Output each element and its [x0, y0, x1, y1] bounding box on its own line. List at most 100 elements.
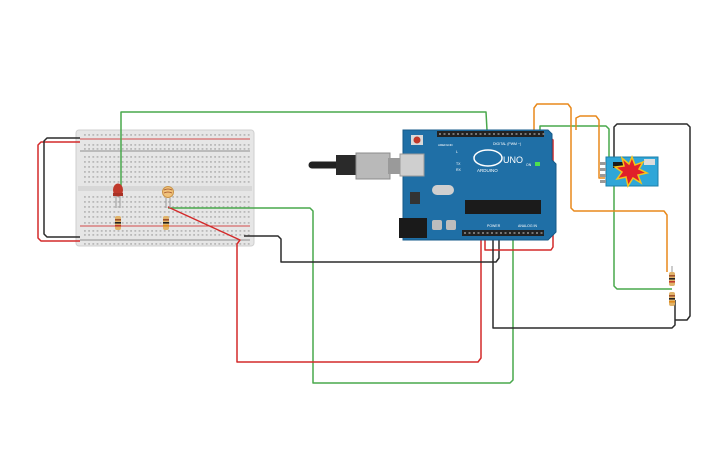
header-pin[interactable]	[457, 133, 459, 135]
flame-sensor-module[interactable]	[600, 154, 659, 188]
breadboard-hole	[96, 230, 99, 232]
header-pin[interactable]	[533, 133, 536, 135]
wire-red-5v[interactable]	[167, 206, 482, 363]
resistor-4[interactable]	[669, 292, 675, 306]
resistor-2[interactable]	[163, 216, 169, 230]
header-pin[interactable]	[529, 133, 531, 135]
header-pin[interactable]	[479, 133, 482, 135]
header-pin[interactable]	[491, 232, 493, 234]
wire-orange-2[interactable]	[575, 115, 605, 179]
red-led[interactable]	[113, 183, 123, 209]
header-pin[interactable]	[488, 133, 491, 135]
header-pin[interactable]	[542, 133, 545, 135]
breadboard-hole	[168, 166, 170, 168]
header-pin[interactable]	[511, 133, 513, 135]
breadboard-hole	[121, 201, 124, 203]
header-pin[interactable]	[473, 232, 475, 234]
breadboard-hole	[231, 222, 233, 224]
header-pin[interactable]	[518, 232, 520, 234]
wire-green-right[interactable]	[613, 184, 672, 290]
breadboard-hole	[105, 206, 107, 208]
breadboard-hole	[96, 243, 99, 245]
breadboard-hole	[172, 166, 174, 168]
wire-black-rail-loop[interactable]	[43, 137, 80, 238]
breadboard-hole	[100, 181, 103, 183]
breadboard-hole	[239, 176, 242, 178]
resistor-3[interactable]	[669, 266, 675, 286]
header-pin[interactable]	[439, 133, 441, 135]
usb-cable[interactable]	[308, 152, 400, 180]
header-pin[interactable]	[502, 133, 504, 135]
header-pin[interactable]	[538, 133, 540, 135]
header-pin[interactable]	[504, 232, 507, 234]
breadboard-hole	[201, 216, 204, 218]
breadboard-hole	[113, 166, 116, 168]
breadboard-hole	[134, 181, 137, 183]
photoresistor[interactable]	[162, 186, 174, 209]
wire-green-ldr-signal[interactable]	[168, 207, 514, 384]
header-pin[interactable]	[520, 133, 522, 135]
breadboard-hole	[222, 211, 225, 213]
header-pin[interactable]	[495, 232, 498, 234]
breadboard-hole	[163, 166, 166, 168]
breadboard-hole	[113, 148, 116, 150]
header-pin[interactable]	[470, 133, 473, 135]
header-pin[interactable]	[513, 232, 516, 234]
header-pin[interactable]	[540, 232, 543, 234]
header-pin[interactable]	[464, 232, 466, 234]
wire-green-sensor[interactable]	[539, 125, 610, 172]
breadboard-hole	[214, 230, 216, 232]
breadboard-hole	[130, 171, 132, 173]
header-pin[interactable]	[443, 133, 446, 135]
header-pin[interactable]	[477, 232, 480, 234]
breadboard-hole	[180, 176, 183, 178]
header-pin[interactable]	[452, 133, 455, 135]
header-pin[interactable]	[527, 232, 529, 234]
arduino-uno-board[interactable]: ARDUINO UNO DIGITAL (PWM ~) POWER ANALOG…	[399, 129, 557, 241]
wire-black-gnd[interactable]	[244, 235, 500, 263]
breadboard-hole	[159, 166, 162, 168]
header-pin[interactable]	[468, 232, 471, 234]
header-pin[interactable]	[493, 133, 495, 135]
header-pin[interactable]	[484, 133, 486, 135]
header-pin[interactable]	[466, 133, 468, 135]
header-pin[interactable]	[475, 133, 477, 135]
header-pin[interactable]	[482, 232, 484, 234]
breadboard-hole	[226, 230, 229, 232]
header-pin[interactable]	[500, 232, 502, 234]
breadboard-hole	[117, 230, 120, 232]
header-pin[interactable]	[461, 133, 464, 135]
breadboard-hole	[105, 234, 107, 236]
wire-red-rail-loop[interactable]	[37, 141, 80, 242]
header-pin[interactable]	[531, 232, 534, 234]
header-pin[interactable]	[486, 232, 489, 234]
header-pin[interactable]	[448, 133, 450, 135]
header-pin[interactable]	[522, 232, 525, 234]
breadboard-hole	[134, 230, 137, 232]
header-pin[interactable]	[515, 133, 518, 135]
breadboard-hole	[84, 234, 86, 236]
breadboard-hole	[96, 234, 99, 236]
breadboard-hole	[147, 211, 149, 213]
header-pin[interactable]	[509, 232, 511, 234]
header-pin[interactable]	[497, 133, 500, 135]
power-jack[interactable]	[399, 218, 427, 238]
breadboard-hole	[88, 144, 90, 146]
breadboard-hole	[197, 161, 200, 163]
wire-orange-1[interactable]	[533, 103, 668, 272]
breadboard-hole	[163, 181, 166, 183]
breadboard-hole	[168, 134, 170, 136]
breadboard-hole	[121, 171, 124, 173]
breadboard-hole	[117, 176, 120, 178]
header-pin[interactable]	[524, 133, 527, 135]
header-pin[interactable]	[536, 232, 538, 234]
wire-black-sensor-gnd[interactable]	[492, 237, 676, 329]
breadboard-hole	[235, 166, 237, 168]
breadboard-hole	[201, 144, 204, 146]
header-pin[interactable]	[506, 133, 509, 135]
breadboard-hole	[151, 156, 153, 158]
wire-black-right-loop[interactable]	[613, 123, 691, 321]
resistor-1[interactable]	[115, 216, 121, 230]
wire-green-led-signal[interactable]	[120, 111, 488, 186]
